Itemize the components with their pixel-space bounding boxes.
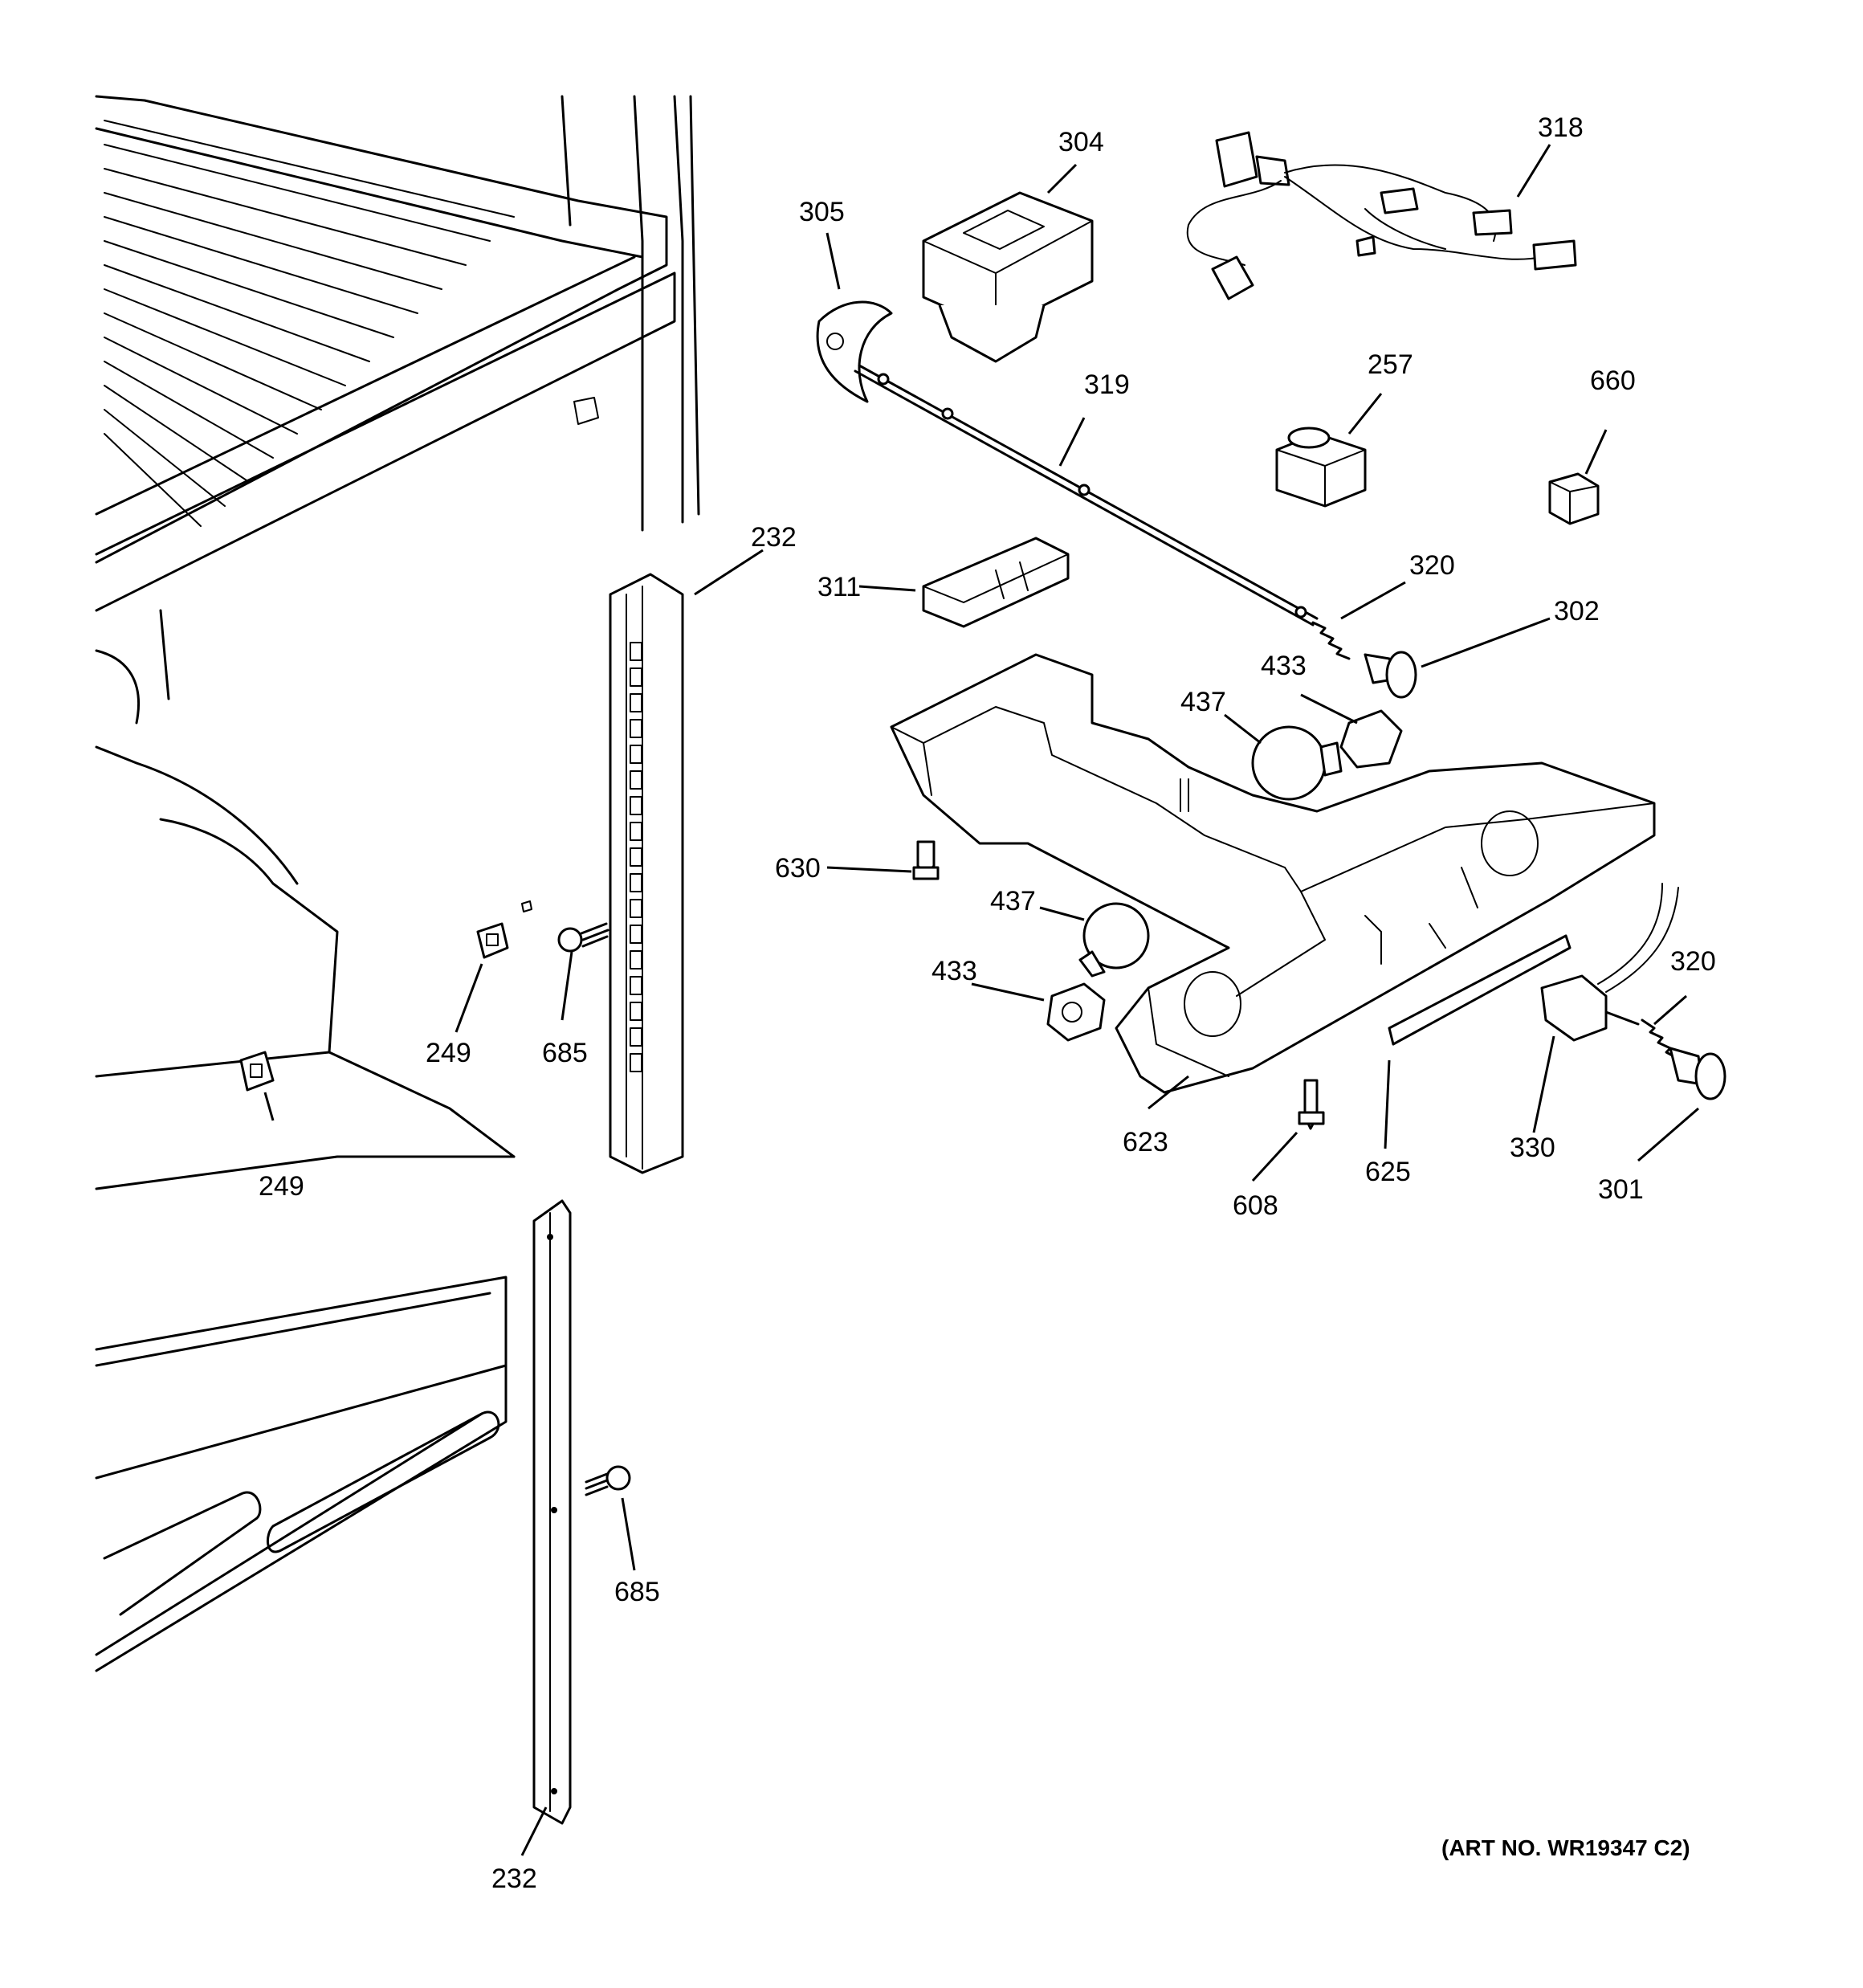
label-625: 625 — [1365, 1157, 1411, 1187]
label-630: 630 — [775, 853, 821, 884]
label-685-lower: 685 — [614, 1577, 660, 1607]
label-330: 330 — [1510, 1133, 1555, 1163]
light-housing-623 — [890, 653, 1656, 1094]
clip-249-lower — [239, 1051, 275, 1092]
wire-harness-318 — [1186, 131, 1577, 300]
label-249-upper: 249 — [426, 1038, 471, 1068]
label-685-upper: 685 — [542, 1038, 588, 1068]
spring-320-upper — [1311, 621, 1351, 660]
rail-232-upper — [609, 573, 684, 1174]
label-232-upper: 232 — [751, 522, 797, 553]
spring-320-lower — [1641, 1018, 1680, 1060]
thermostat-330 — [1540, 883, 1679, 1042]
label-433-upper: 433 — [1261, 651, 1307, 681]
label-304: 304 — [1058, 127, 1104, 157]
label-305: 305 — [799, 197, 845, 227]
label-623: 623 — [1123, 1127, 1168, 1157]
part-311 — [922, 537, 1070, 628]
screw-685-upper — [557, 922, 609, 953]
label-437-lower: 437 — [990, 886, 1036, 916]
label-232-lower: 232 — [491, 1863, 537, 1894]
knob-302 — [1364, 651, 1417, 699]
label-320-upper: 320 — [1409, 550, 1455, 581]
knob-301 — [1669, 1047, 1726, 1100]
label-257: 257 — [1368, 349, 1413, 380]
screw-685-lower — [585, 1465, 631, 1496]
part-number-labels: 304 318 305 257 660 319 232 311 320 302 … — [259, 112, 1716, 1894]
label-301: 301 — [1598, 1174, 1644, 1205]
part-257 — [1275, 427, 1367, 508]
screw-608 — [1298, 1079, 1325, 1130]
label-318: 318 — [1538, 112, 1584, 143]
cover-box-304 — [922, 191, 1094, 363]
leader-lines — [263, 144, 1699, 1856]
art-number: (ART NO. WR19347 C2) — [1441, 1835, 1690, 1860]
cabinet-shelf — [95, 95, 700, 1672]
shaft-319 — [854, 364, 1319, 627]
screw-630 — [912, 840, 940, 880]
lens-625 — [1388, 934, 1572, 1046]
label-320-lower: 320 — [1670, 946, 1716, 977]
label-319: 319 — [1084, 369, 1130, 400]
label-660: 660 — [1590, 365, 1636, 396]
label-437-upper: 437 — [1180, 687, 1226, 717]
bulb-437-upper — [1251, 725, 1343, 801]
label-249-lower: 249 — [259, 1171, 304, 1202]
socket-433-upper — [1339, 709, 1403, 769]
label-608: 608 — [1233, 1190, 1278, 1221]
control-cover-305 — [816, 300, 893, 403]
label-311: 311 — [817, 572, 861, 602]
bulb-437-lower — [1078, 902, 1150, 978]
rail-232-lower — [532, 1199, 572, 1825]
socket-433-lower — [1046, 982, 1106, 1042]
label-433-lower: 433 — [932, 956, 977, 986]
label-302: 302 — [1554, 596, 1600, 627]
clip-249-upper — [476, 900, 532, 959]
part-660 — [1548, 472, 1600, 525]
